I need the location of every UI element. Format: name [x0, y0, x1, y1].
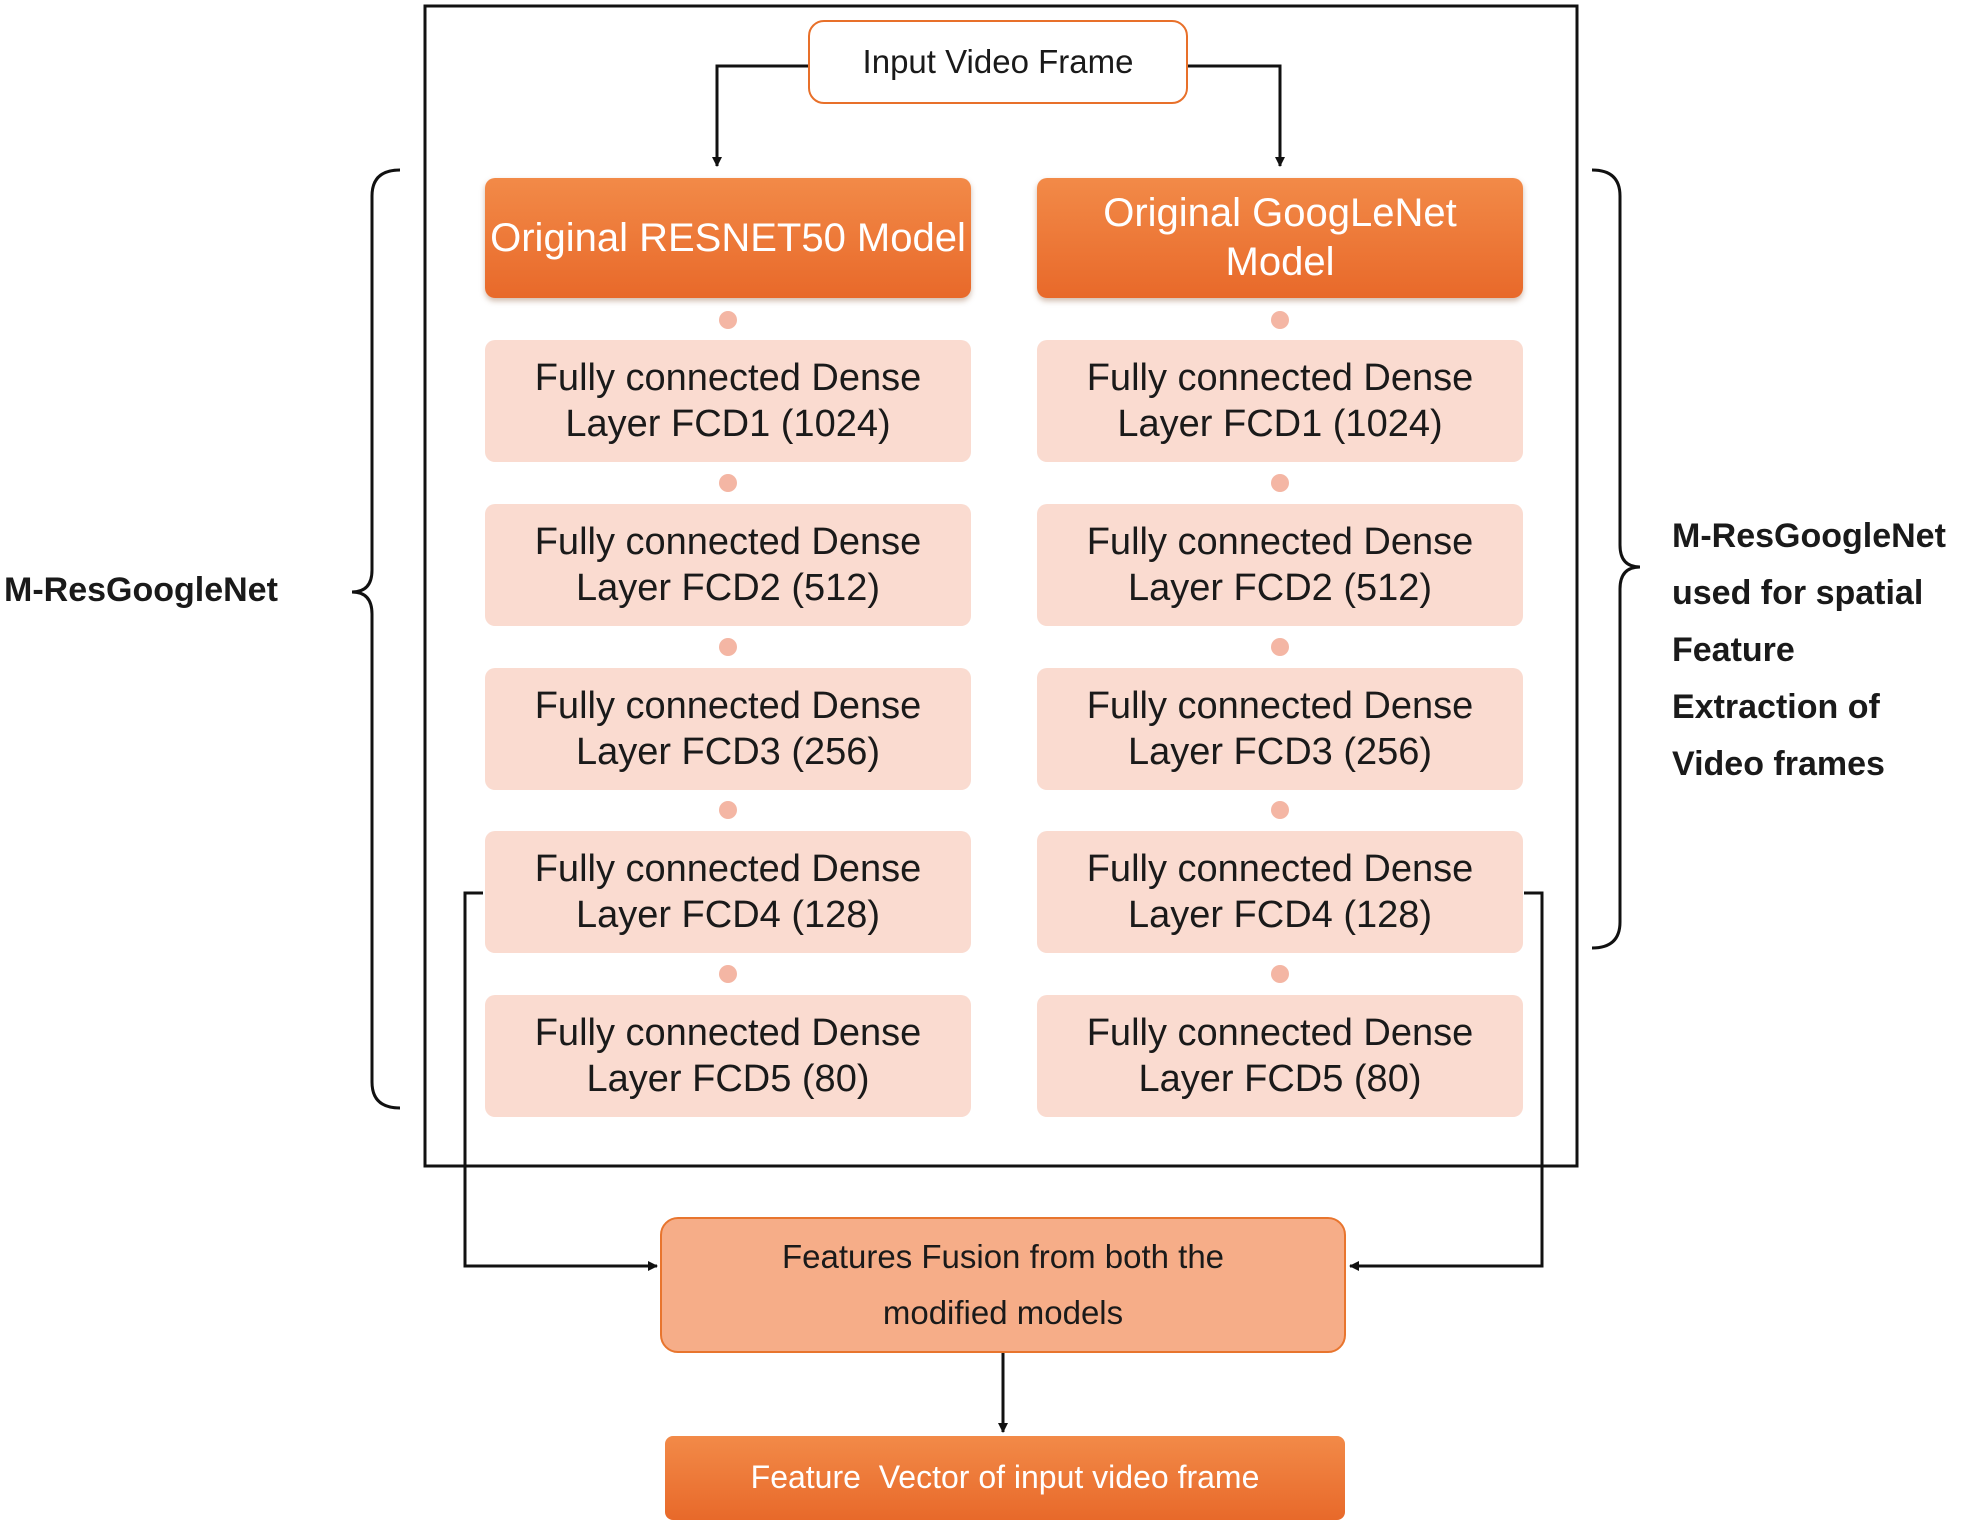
left-brace [351, 168, 401, 1110]
features-fusion-box: Features Fusion from both the modified mo… [660, 1217, 1346, 1353]
layer-line-1: Fully connected Dense [1086, 684, 1474, 727]
layer-line-2: Layer FCD2 (512) [575, 567, 881, 609]
resnet50-model-label: Original RESNET50 Model [490, 215, 966, 260]
layer-line-1: Fully connected Dense [1086, 847, 1474, 890]
layer-line-2: Layer FCD1 (1024) [1117, 403, 1443, 445]
googlenet-model-box: Original GoogLeNet Model [1037, 178, 1523, 298]
layer-line-1: Fully connected Dense [534, 684, 922, 727]
right-label-line-5: Video frames [1672, 745, 1885, 784]
connector-dot [719, 801, 737, 819]
input-video-frame-label: Input Video Frame [862, 42, 1134, 80]
layer-line-2: Layer FCD3 (256) [1127, 731, 1433, 773]
right-label-line-3: Feature [1672, 631, 1795, 670]
connector-dot [719, 965, 737, 983]
layer-line-1: Fully connected Dense [534, 520, 922, 563]
connector-dot [1271, 638, 1289, 656]
googlenet-model-label: Original GoogLeNet Model [1103, 191, 1457, 284]
outer-frame [423, 4, 1579, 1168]
layer-line-2: Layer FCD5 (80) [1138, 1058, 1422, 1100]
fusion-line-2: modified models [882, 1294, 1124, 1331]
layer-line-1: Fully connected Dense [1086, 520, 1474, 563]
layer-line-1: Fully connected Dense [1086, 356, 1474, 399]
right-label-line-1: M-ResGoogleNet [1672, 517, 1946, 555]
feature-vector-label: Feature Vector of input video frame [750, 1459, 1260, 1496]
layer-line-2: Layer FCD3 (256) [575, 731, 881, 773]
connector-dot [719, 638, 737, 656]
right-label-line-2: used for spatial [1672, 574, 1924, 613]
connector-dot [1271, 311, 1289, 329]
arrow-resnet-fcd4-to-fusion [463, 891, 658, 1271]
left-label-text: M-ResGoogleNet [4, 571, 278, 609]
layer-line-2: Layer FCD5 (80) [586, 1058, 870, 1100]
left-side-label: M-ResGoogleNet [4, 562, 278, 619]
arrow-googlenet-fcd4-to-fusion [1349, 891, 1544, 1271]
layer-line-2: Layer FCD2 (512) [1127, 567, 1433, 609]
connector-dot [1271, 474, 1289, 492]
connector-dot [1271, 801, 1289, 819]
connector-dot [719, 311, 737, 329]
resnet50-model-box: Original RESNET50 Model [485, 178, 971, 298]
right-label-line-4: Extraction of [1672, 688, 1880, 727]
feature-vector-box: Feature Vector of input video frame [665, 1436, 1345, 1520]
layer-line-1: Fully connected Dense [534, 1011, 922, 1054]
layer-line-1: Fully connected Dense [534, 356, 922, 399]
layer-line-2: Layer FCD4 (128) [575, 894, 881, 936]
connector-dot [719, 474, 737, 492]
input-video-frame-box: Input Video Frame [808, 20, 1188, 104]
layer-line-1: Fully connected Dense [1086, 1011, 1474, 1054]
arrow-input-to-resnet [712, 64, 808, 167]
layer-line-1: Fully connected Dense [534, 847, 922, 890]
arrow-input-to-googlenet [1188, 64, 1285, 167]
layer-line-2: Layer FCD1 (1024) [565, 403, 891, 445]
fusion-line-1: Features Fusion from both the [781, 1237, 1225, 1275]
right-brace [1591, 168, 1641, 950]
layer-line-2: Layer FCD4 (128) [1127, 894, 1433, 936]
right-side-label: M-ResGoogleNet used for spatial Feature … [1672, 508, 1978, 794]
connector-dot [1271, 965, 1289, 983]
